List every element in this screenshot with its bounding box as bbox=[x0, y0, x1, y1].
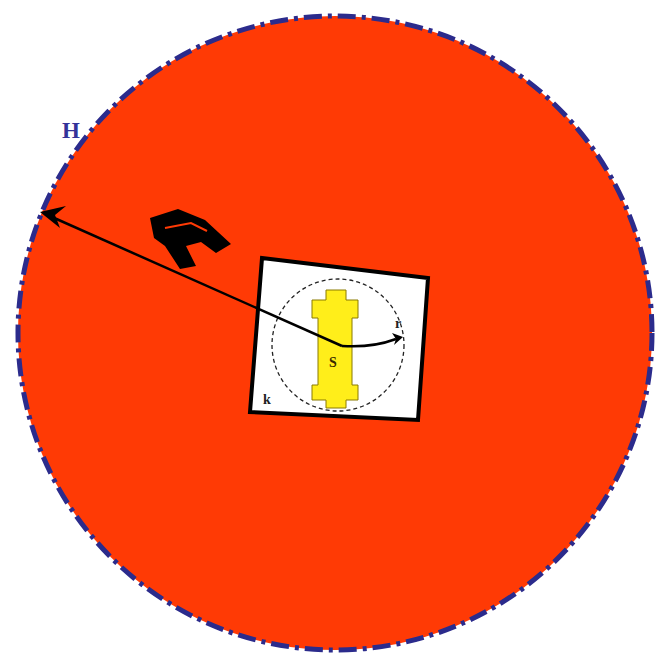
region-circle: Hk Sr bbox=[15, 13, 655, 653]
region-label: H bbox=[62, 119, 80, 142]
yellow-shape-outline bbox=[310, 288, 360, 410]
square-box: k Sr bbox=[248, 255, 432, 425]
radius-label: r bbox=[395, 317, 401, 331]
corner-label: k bbox=[263, 393, 271, 407]
shape-label: S bbox=[329, 356, 337, 370]
yellow-shape: S bbox=[310, 288, 360, 410]
